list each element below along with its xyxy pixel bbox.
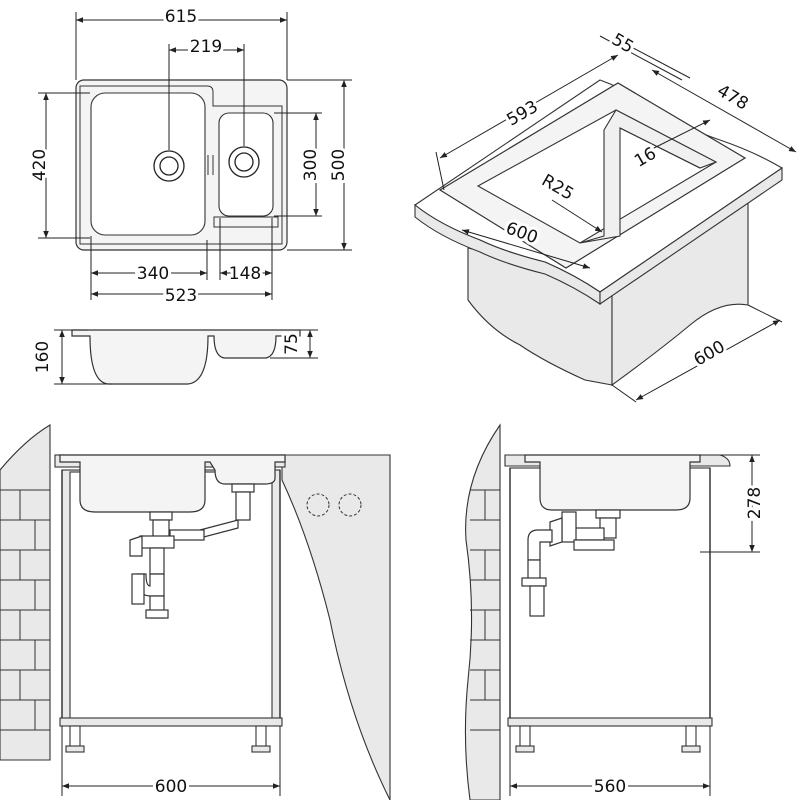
section-view: 160 75 xyxy=(30,329,318,385)
dim-500: 500 xyxy=(329,149,349,181)
main-bowl xyxy=(90,92,206,236)
dim-478: 478 xyxy=(713,81,751,115)
dim-300: 300 xyxy=(301,149,321,181)
dim-600-front: 600 xyxy=(155,777,187,797)
small-bowl xyxy=(218,112,274,217)
top-view-dimensions: 615 219 420 300 500 340 148 523 xyxy=(27,4,352,309)
dim-148: 148 xyxy=(229,264,261,284)
dim-420: 420 xyxy=(30,149,50,181)
dim-278: 278 xyxy=(745,487,765,519)
front-view: 600 xyxy=(0,424,391,800)
dim-75: 75 xyxy=(282,333,302,355)
dim-615: 615 xyxy=(165,7,197,27)
side-view: 278 560 xyxy=(464,423,768,800)
dim-340: 340 xyxy=(137,264,169,284)
dim-600-cabinet: 600 xyxy=(690,337,728,371)
dim-523: 523 xyxy=(165,286,197,306)
top-view xyxy=(75,79,288,251)
dim-560: 560 xyxy=(594,777,626,797)
dim-219: 219 xyxy=(190,37,222,57)
dim-160: 160 xyxy=(33,341,53,373)
